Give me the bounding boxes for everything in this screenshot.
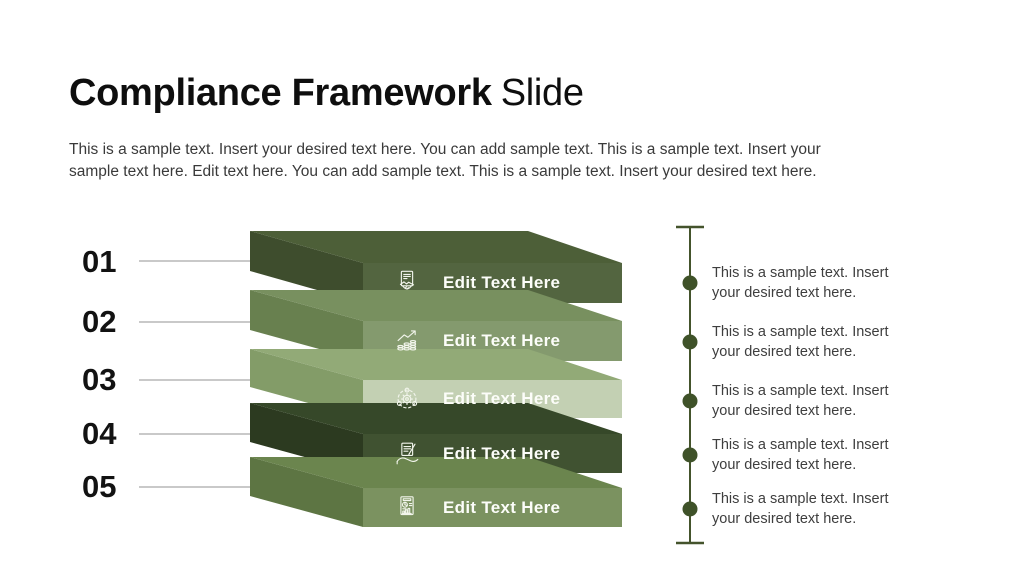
step-number-05: 05 xyxy=(82,469,117,504)
timeline-dot xyxy=(682,447,698,463)
timeline-item-line2: your desired text here. xyxy=(712,343,857,360)
subtitle-line-1: This is a sample text. Insert your desir… xyxy=(69,141,821,158)
timeline-item-line2: your desired text here. xyxy=(712,510,857,527)
timeline-spine xyxy=(676,225,704,545)
slab-top-face xyxy=(250,457,622,488)
layer-bar-row-2[interactable]: Edit Text Here xyxy=(363,321,622,361)
title-light-part: Slide xyxy=(500,72,584,114)
title-bold-part: Compliance Framework xyxy=(69,72,492,114)
layer-bar-label[interactable]: Edit Text Here xyxy=(443,389,561,408)
step-number-02: 02 xyxy=(82,304,117,339)
step-number-03: 03 xyxy=(82,362,117,397)
slab-side-face xyxy=(250,403,363,473)
subtitle-line-2: sample text here. Edit text here. You ca… xyxy=(69,162,817,180)
timeline-item-line1: This is a sample text. Insert xyxy=(712,265,889,281)
layer-bar-label[interactable]: Edit Text Here xyxy=(443,443,561,463)
layer-slab-5[interactable] xyxy=(250,457,622,527)
process-gear-icon xyxy=(392,384,422,414)
slab-side-face xyxy=(250,231,363,303)
contract-signing-icon xyxy=(392,439,422,469)
timeline-dot xyxy=(682,334,698,350)
timeline-item-text-3: This is a sample text. Insert your desir… xyxy=(712,382,927,421)
timeline-dot xyxy=(682,501,698,517)
slide-subtitle: This is a sample text. Insert your desir… xyxy=(69,139,919,182)
slab-front-bar xyxy=(363,488,622,527)
slab-top-face xyxy=(250,290,622,321)
slab-top-face xyxy=(250,403,622,434)
layer-bar-row-3[interactable]: Edit Text Here xyxy=(363,380,622,418)
timeline-item-line1: This is a sample text. Insert xyxy=(712,491,889,507)
timeline-item-line2: your desired text here. xyxy=(712,284,857,301)
layer-bar-label[interactable]: Edit Text Here xyxy=(443,331,561,350)
layer-bar-row-4[interactable]: Edit Text Here xyxy=(363,434,622,473)
layer-slab-2[interactable] xyxy=(250,290,622,361)
timeline-item-line1: This is a sample text. Insert xyxy=(712,324,889,340)
layer-bar-row-5[interactable]: Edit Text Here xyxy=(363,488,622,527)
financial-growth-icon xyxy=(392,326,422,356)
timeline-item-line1: This is a sample text. Insert xyxy=(712,383,889,399)
slab-side-face xyxy=(250,349,363,418)
report-chart-icon xyxy=(392,493,422,523)
contract-handshake-icon xyxy=(392,268,422,298)
timeline-item-text-1: This is a sample text. Insert your desir… xyxy=(712,264,927,303)
slab-side-face xyxy=(250,457,363,527)
timeline-dot xyxy=(682,393,698,409)
slab-side-face xyxy=(250,290,363,361)
timeline-item-text-5: This is a sample text. Insert your desir… xyxy=(712,490,927,529)
timeline-item-text-4: This is a sample text. Insert your desir… xyxy=(712,436,927,475)
timeline-item-line1: This is a sample text. Insert xyxy=(712,437,889,453)
layer-bar-label[interactable]: Edit Text Here xyxy=(443,497,561,517)
timeline-item-text-2: This is a sample text. Insert your desir… xyxy=(712,323,927,362)
number-connector-lines xyxy=(139,260,252,488)
timeline-item-line2: your desired text here. xyxy=(712,402,857,419)
layer-bar-label[interactable]: Edit Text Here xyxy=(443,273,561,292)
timeline-dot xyxy=(682,275,698,291)
slab-top-face xyxy=(250,349,622,380)
layer-slab-3[interactable] xyxy=(250,349,622,418)
step-number-01: 01 xyxy=(82,244,117,279)
step-number-04: 04 xyxy=(82,416,117,451)
layer-bar-row-1[interactable]: Edit Text Here xyxy=(363,263,622,303)
slab-top-face xyxy=(250,231,622,263)
timeline-item-line2: your desired text here. xyxy=(712,456,857,473)
